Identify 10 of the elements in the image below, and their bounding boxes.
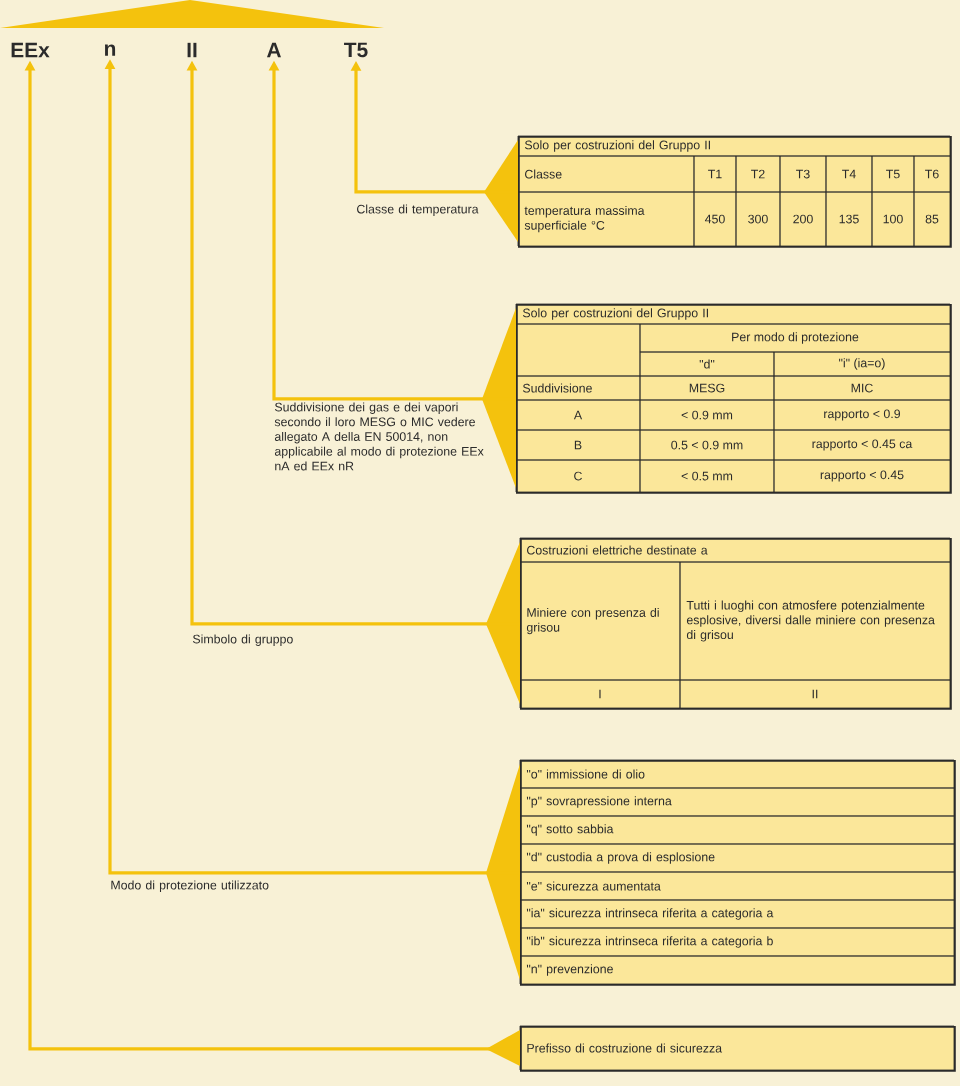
data-table — [519, 1025, 956, 1072]
data-table — [519, 759, 956, 986]
code-letter: T5 — [344, 42, 368, 58]
code-letter: EEx — [11, 42, 50, 58]
data-table — [519, 537, 952, 710]
code-letter: II — [187, 42, 197, 58]
code-letter: n — [105, 44, 116, 56]
code-letter: A — [266, 42, 281, 58]
data-table — [517, 135, 952, 248]
data-table — [515, 303, 952, 494]
